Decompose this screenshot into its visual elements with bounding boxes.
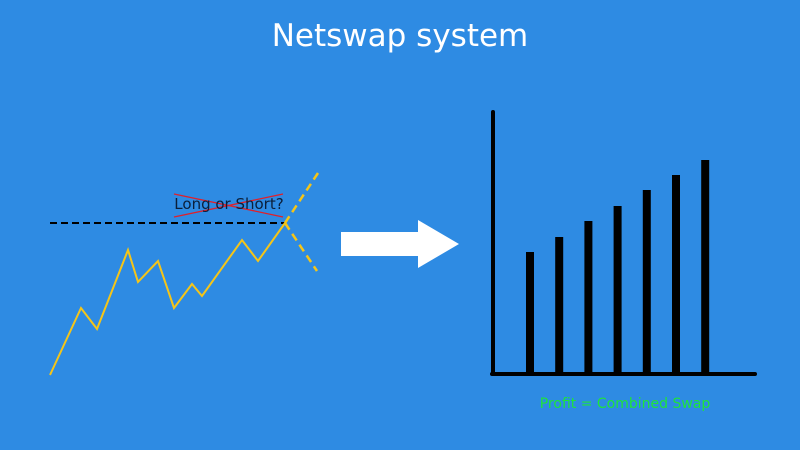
long-or-short-label: Long or Short?: [174, 195, 284, 213]
price-line: [49, 222, 286, 376]
price-up-dashed: [283, 172, 320, 224]
price-down-dashed: [283, 222, 319, 272]
profit-caption: Profit = Combined Swap: [539, 396, 711, 412]
bar: [555, 237, 564, 373]
bar: [584, 221, 593, 373]
cross-line-2: [173, 193, 284, 218]
bar: [642, 190, 651, 373]
bar: [526, 252, 534, 373]
right-arrow-icon: [341, 220, 459, 268]
bar: [613, 206, 622, 373]
bar: [701, 160, 710, 373]
page-title: Netswap system: [271, 18, 529, 54]
bar: [672, 175, 680, 373]
